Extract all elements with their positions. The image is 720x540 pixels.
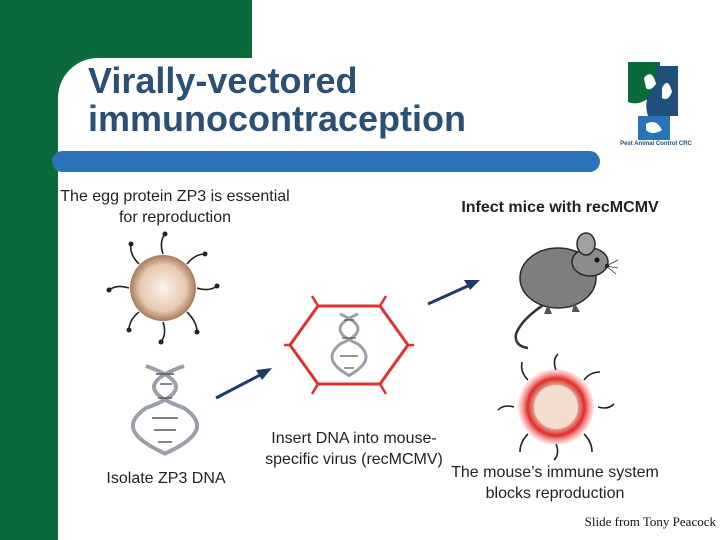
- pest-animal-control-logo-icon: [628, 62, 678, 140]
- arrow-icon: [427, 280, 480, 306]
- virus-with-dna-icon: [284, 295, 414, 395]
- caption-isolate-dna: Isolate ZP3 DNA: [106, 470, 226, 487]
- caption-insert-dna: Insert DNA into mouse-specific virus (re…: [265, 430, 443, 468]
- green-left-strip: [0, 0, 58, 540]
- logo-text: Pest Animal Control CRC: [620, 141, 692, 147]
- arrow-icon: [215, 368, 272, 400]
- slide-credit: Slide from Tony Peacock: [584, 514, 716, 529]
- title-underline-bar: [52, 151, 600, 172]
- title-line-1: Virally-vectored: [88, 60, 358, 101]
- blocked-egg-cell-icon: [497, 353, 615, 461]
- dna-helix-icon: [130, 364, 200, 456]
- caption-egg-protein: The egg protein ZP3 is essential for rep…: [60, 188, 290, 226]
- slide-title: Virally-vectored immunocontraception: [88, 62, 466, 138]
- title-line-2: immunocontraception: [88, 98, 467, 139]
- caption-infect-mice: Infect mice with recMCMV: [461, 199, 659, 216]
- egg-cell-icon: [106, 231, 220, 345]
- caption-immune-response: The mouse’s immune system blocks reprodu…: [451, 464, 659, 502]
- mouse-icon: [514, 232, 619, 350]
- title-panel: [58, 58, 720, 158]
